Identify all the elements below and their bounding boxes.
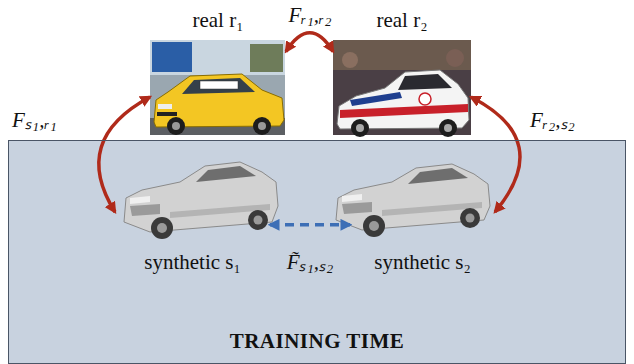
real-car-photo — [333, 40, 471, 137]
real-car-photo-part — [152, 42, 192, 72]
synthetic-car-render-part — [336, 164, 490, 230]
real-image-node: real r₂ — [333, 6, 471, 136]
correspondence-arrow — [99, 97, 150, 212]
synthetic-car-render-part — [460, 208, 480, 228]
synthetic-car-render-part — [124, 162, 278, 232]
real-car-photo-part — [157, 112, 177, 116]
synthetic-car-render-part — [408, 168, 468, 184]
synthetic-car-render-part — [248, 210, 268, 230]
node-label: synthetic s₂ — [374, 250, 471, 274]
synthetic-car-render-part — [196, 166, 256, 182]
edge-label: F̃ₛ₁,ₛ₂ — [287, 250, 334, 274]
real-car-photo-part — [200, 81, 238, 89]
node-label: synthetic s₁ — [144, 250, 241, 274]
real-car-photo-part — [172, 122, 180, 130]
synthetic-car-render-part — [157, 223, 167, 233]
real-car-photo-part — [150, 40, 285, 135]
real-car-photo — [150, 40, 285, 135]
synthetic-car-render-part — [363, 215, 385, 237]
real-car-photo-part — [150, 40, 285, 75]
edge-label: Fₛ₁,ᵣ₁ — [12, 108, 57, 132]
real-car-photo-part — [350, 92, 402, 106]
real-car-photo-part — [439, 119, 457, 137]
node-label: real r₂ — [376, 8, 427, 32]
real-car-photo-part — [446, 49, 464, 67]
correspondence-arrow — [286, 33, 333, 52]
real-car-photo-part — [342, 52, 358, 68]
real-car-photo-part — [398, 74, 452, 90]
synthetic-image-node: synthetic s₂ — [350, 148, 495, 276]
synthetic-car-render-part — [342, 194, 362, 202]
dashed-correspondence-arrow — [270, 223, 350, 227]
node-label: real r₁ — [192, 8, 243, 32]
real-car-photo-part — [258, 122, 266, 130]
synthetic-car-render-part — [466, 214, 475, 223]
real-car-photo-part — [167, 117, 185, 135]
real-car-photo-part — [444, 124, 452, 132]
real-car-photo-part — [340, 104, 468, 118]
real-image-node: real r₁ — [150, 6, 286, 136]
real-car-photo-part — [182, 78, 255, 94]
synthetic-image-node: synthetic s₁ — [115, 148, 270, 276]
synthetic-car-render-part — [369, 221, 379, 231]
real-car-photo-part — [351, 119, 369, 137]
synthetic-car-render — [336, 164, 490, 237]
edge-label: Fᵣ₁,ᵣ₂ — [288, 3, 331, 27]
edge-label: Fᵣ₂,ₛ₂ — [530, 108, 575, 132]
synthetic-car-render-part — [130, 196, 150, 204]
correspondence-arrow — [471, 97, 520, 212]
real-car-photo-part — [356, 124, 364, 132]
synthetic-car-render-part — [151, 217, 173, 239]
real-car-photo-part — [253, 117, 271, 135]
synthetic-car-render — [124, 162, 278, 239]
real-car-photo-part — [333, 40, 471, 70]
synthetic-car-render-part — [254, 216, 263, 225]
synthetic-car-render-part — [130, 204, 160, 216]
real-car-photo-part — [250, 44, 283, 72]
real-car-photo-part — [419, 93, 431, 105]
real-car-photo-part — [158, 104, 172, 109]
node-label: TRAINING TIME — [230, 329, 405, 353]
synthetic-car-render-part — [342, 202, 372, 214]
